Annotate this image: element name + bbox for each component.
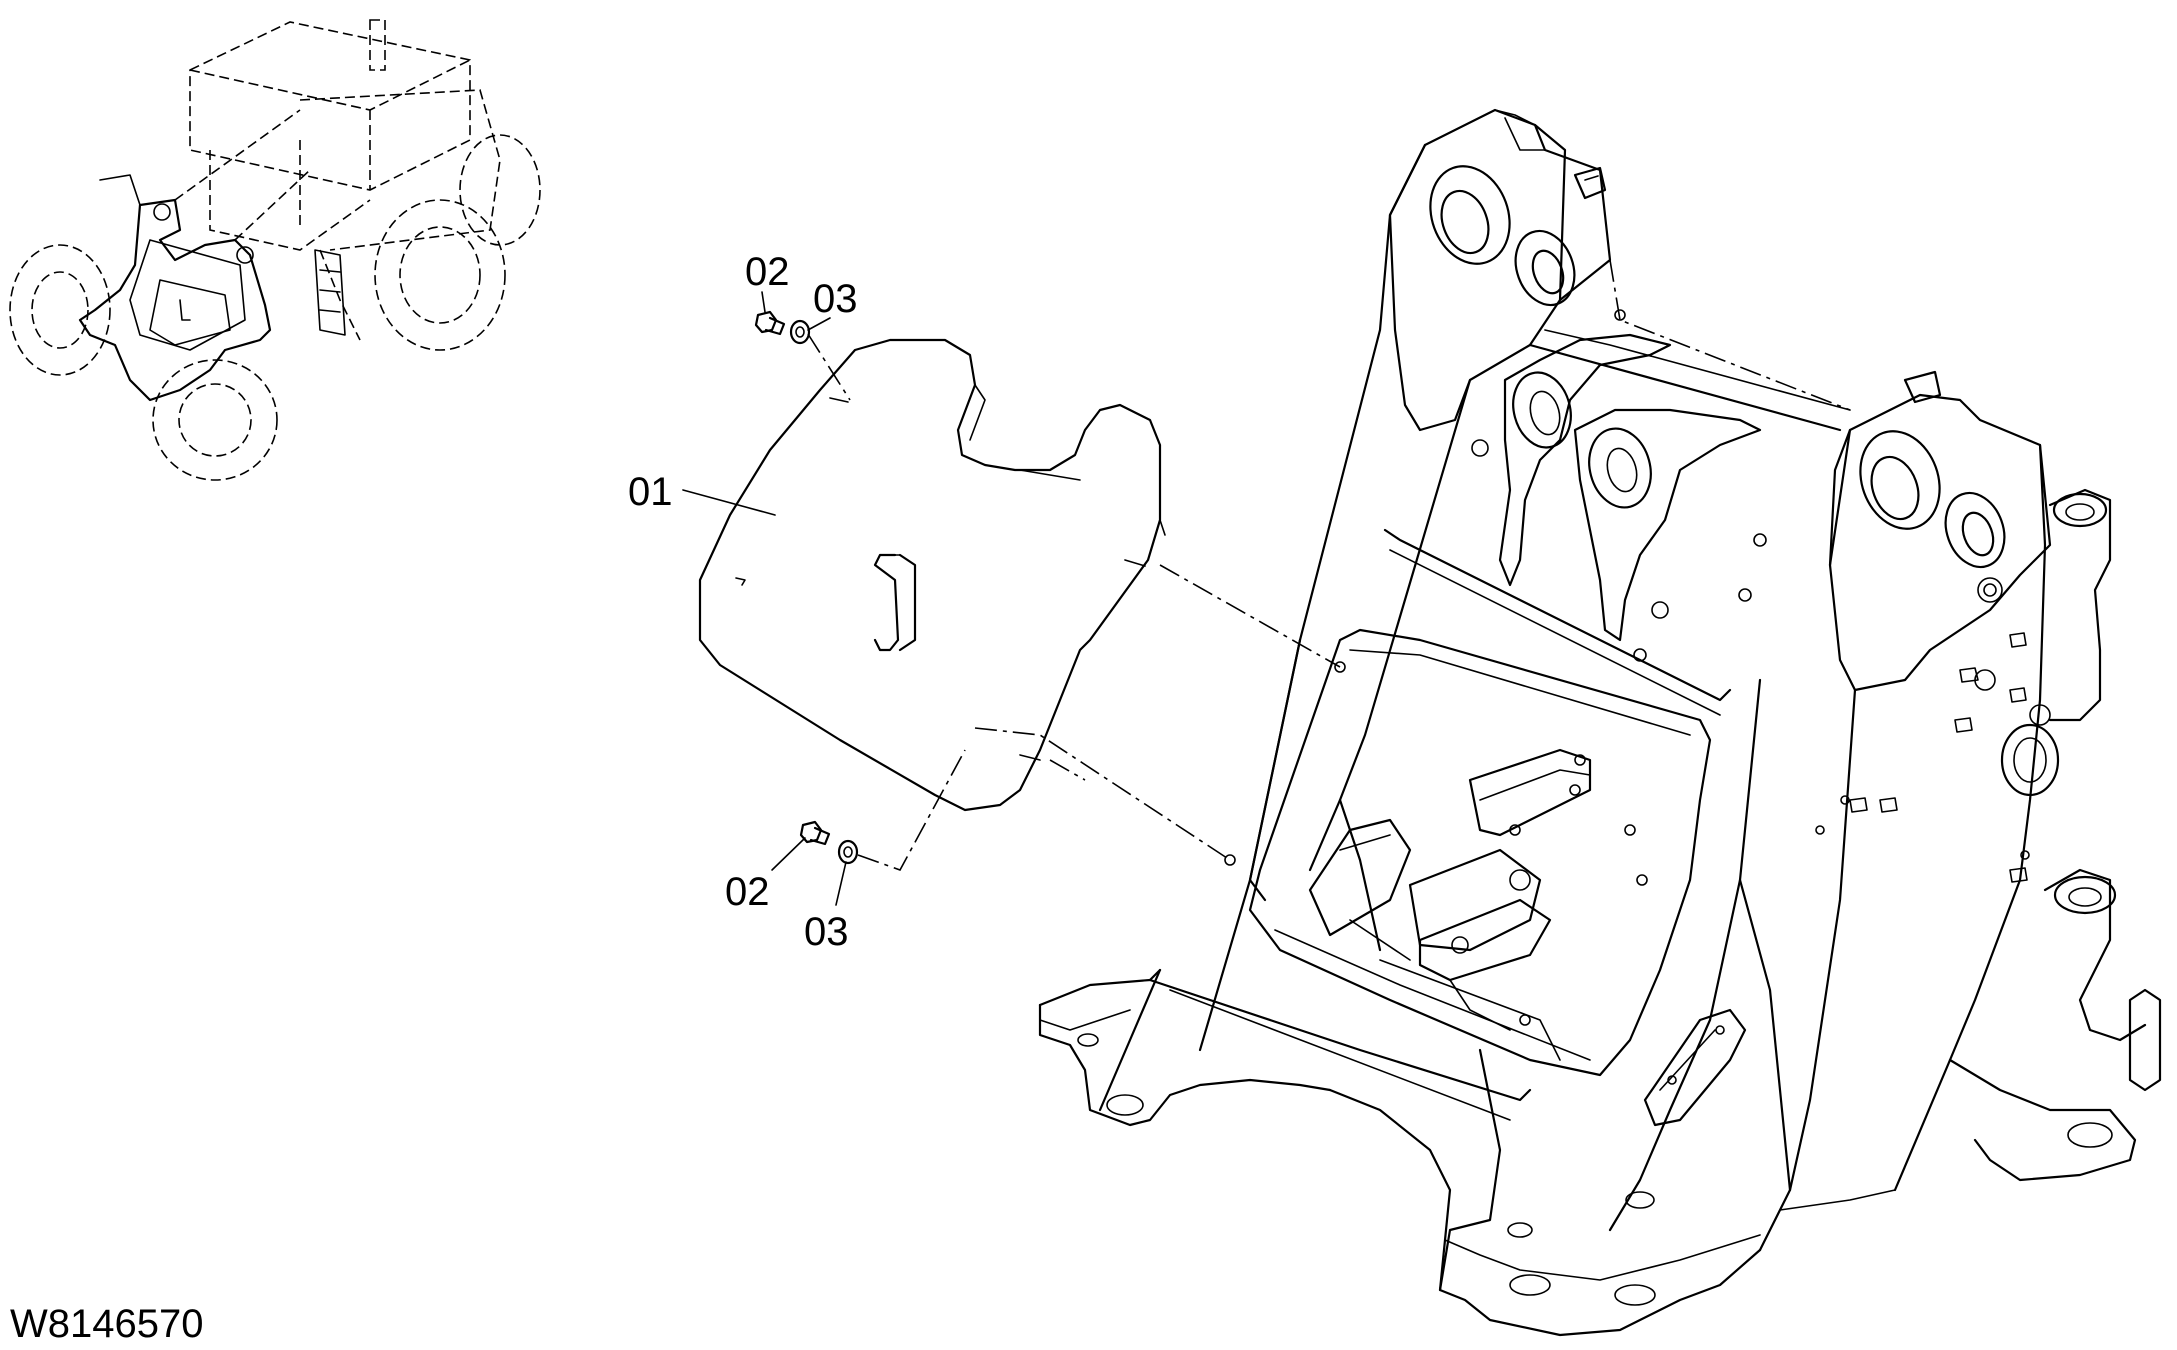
front-frame	[1038, 108, 2162, 1337]
drawing-number: W8146570	[10, 1302, 203, 1346]
leader-lines	[682, 291, 847, 906]
loader-location-inset	[9, 19, 541, 481]
bolt-top	[754, 310, 786, 336]
cover-plate	[698, 338, 1166, 812]
washer-top	[789, 319, 811, 345]
bolt-bottom	[799, 820, 831, 846]
callout-03-top: 03	[813, 277, 858, 321]
assembly-centerlines	[807, 333, 1341, 871]
callout-02-bottom: 02	[725, 870, 770, 914]
washer-bottom	[837, 839, 859, 865]
callout-02-top: 02	[745, 250, 790, 294]
callout-01: 01	[628, 470, 673, 514]
callout-03-bottom: 03	[804, 910, 849, 954]
